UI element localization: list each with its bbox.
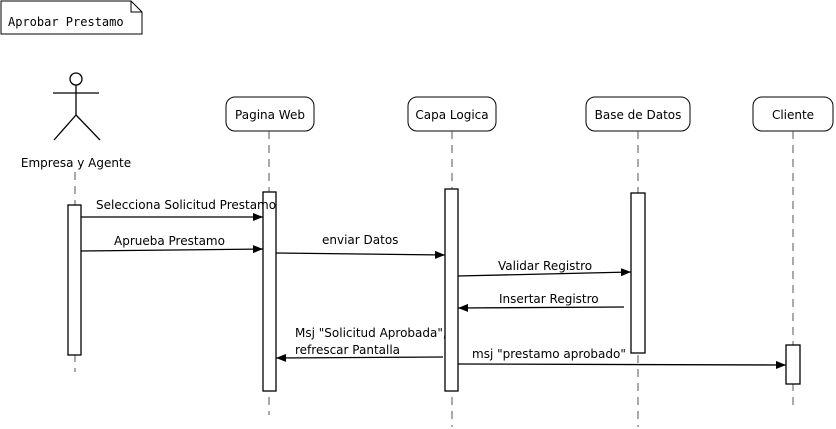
actor-empresa-y-agente: Empresa y Agente (21, 72, 131, 170)
lifeline-pagina-web: Pagina Web (225, 96, 315, 132)
lifeline-header-box (225, 96, 315, 132)
message-validar-registro: Validar Registro (457, 259, 632, 277)
base-de-datos-activation-bar (630, 192, 646, 354)
message-arrow (457, 268, 632, 277)
message-label: Aprueba Prestamo (114, 234, 225, 248)
message-label-line1: Msj "Solicitud Aprobada", (295, 326, 447, 340)
message-prestamo-aprobado: msj "prestamo aprobado" (457, 347, 787, 369)
message-insertar-registro: Insertar Registro (457, 292, 625, 312)
message-arrow (457, 303, 625, 312)
message-arrow (80, 245, 264, 254)
message-arrow (275, 250, 446, 259)
message-label: Validar Registro (498, 259, 592, 273)
message-arrow (275, 353, 444, 362)
actor-stick-figure-icon (53, 72, 101, 141)
lifeline-label: Pagina Web (235, 108, 305, 122)
message-enviar-datos: enviar Datos (275, 233, 446, 259)
lifeline-label: Base de Datos (595, 108, 682, 122)
capa-logica-activation-bar (444, 188, 459, 392)
lifeline-label: Capa Logica (415, 108, 488, 122)
lifeline-label: Cliente (772, 108, 814, 122)
message-label: Insertar Registro (499, 292, 599, 306)
actor-activation-bar (67, 204, 82, 356)
lifeline-base-de-datos: Base de Datos (585, 96, 691, 132)
lifeline-capa-logica: Capa Logica (407, 96, 497, 132)
message-label: Selecciona Solicitud Prestamo (96, 198, 276, 212)
message-selecciona-solicitud: Selecciona Solicitud Prestamo (81, 198, 276, 221)
pagina-web-activation-bar (262, 191, 277, 392)
cliente-activation-bar (785, 344, 801, 385)
message-arrow (457, 360, 787, 369)
actor-label: Empresa y Agente (21, 156, 131, 170)
message-solicitud-aprobada: Msj "Solicitud Aprobada", refrescar Pant… (275, 326, 447, 362)
message-label-line2: refrescar Pantalla (295, 343, 400, 357)
frame-title: Aprobar Prestamo (8, 15, 124, 29)
lifeline-cliente: Cliente (752, 96, 834, 132)
frame-title-note: Aprobar Prestamo (0, 0, 143, 35)
message-label: enviar Datos (322, 233, 398, 247)
message-aprueba-prestamo: Aprueba Prestamo (80, 234, 264, 254)
message-label: msj "prestamo aprobado" (472, 347, 626, 361)
